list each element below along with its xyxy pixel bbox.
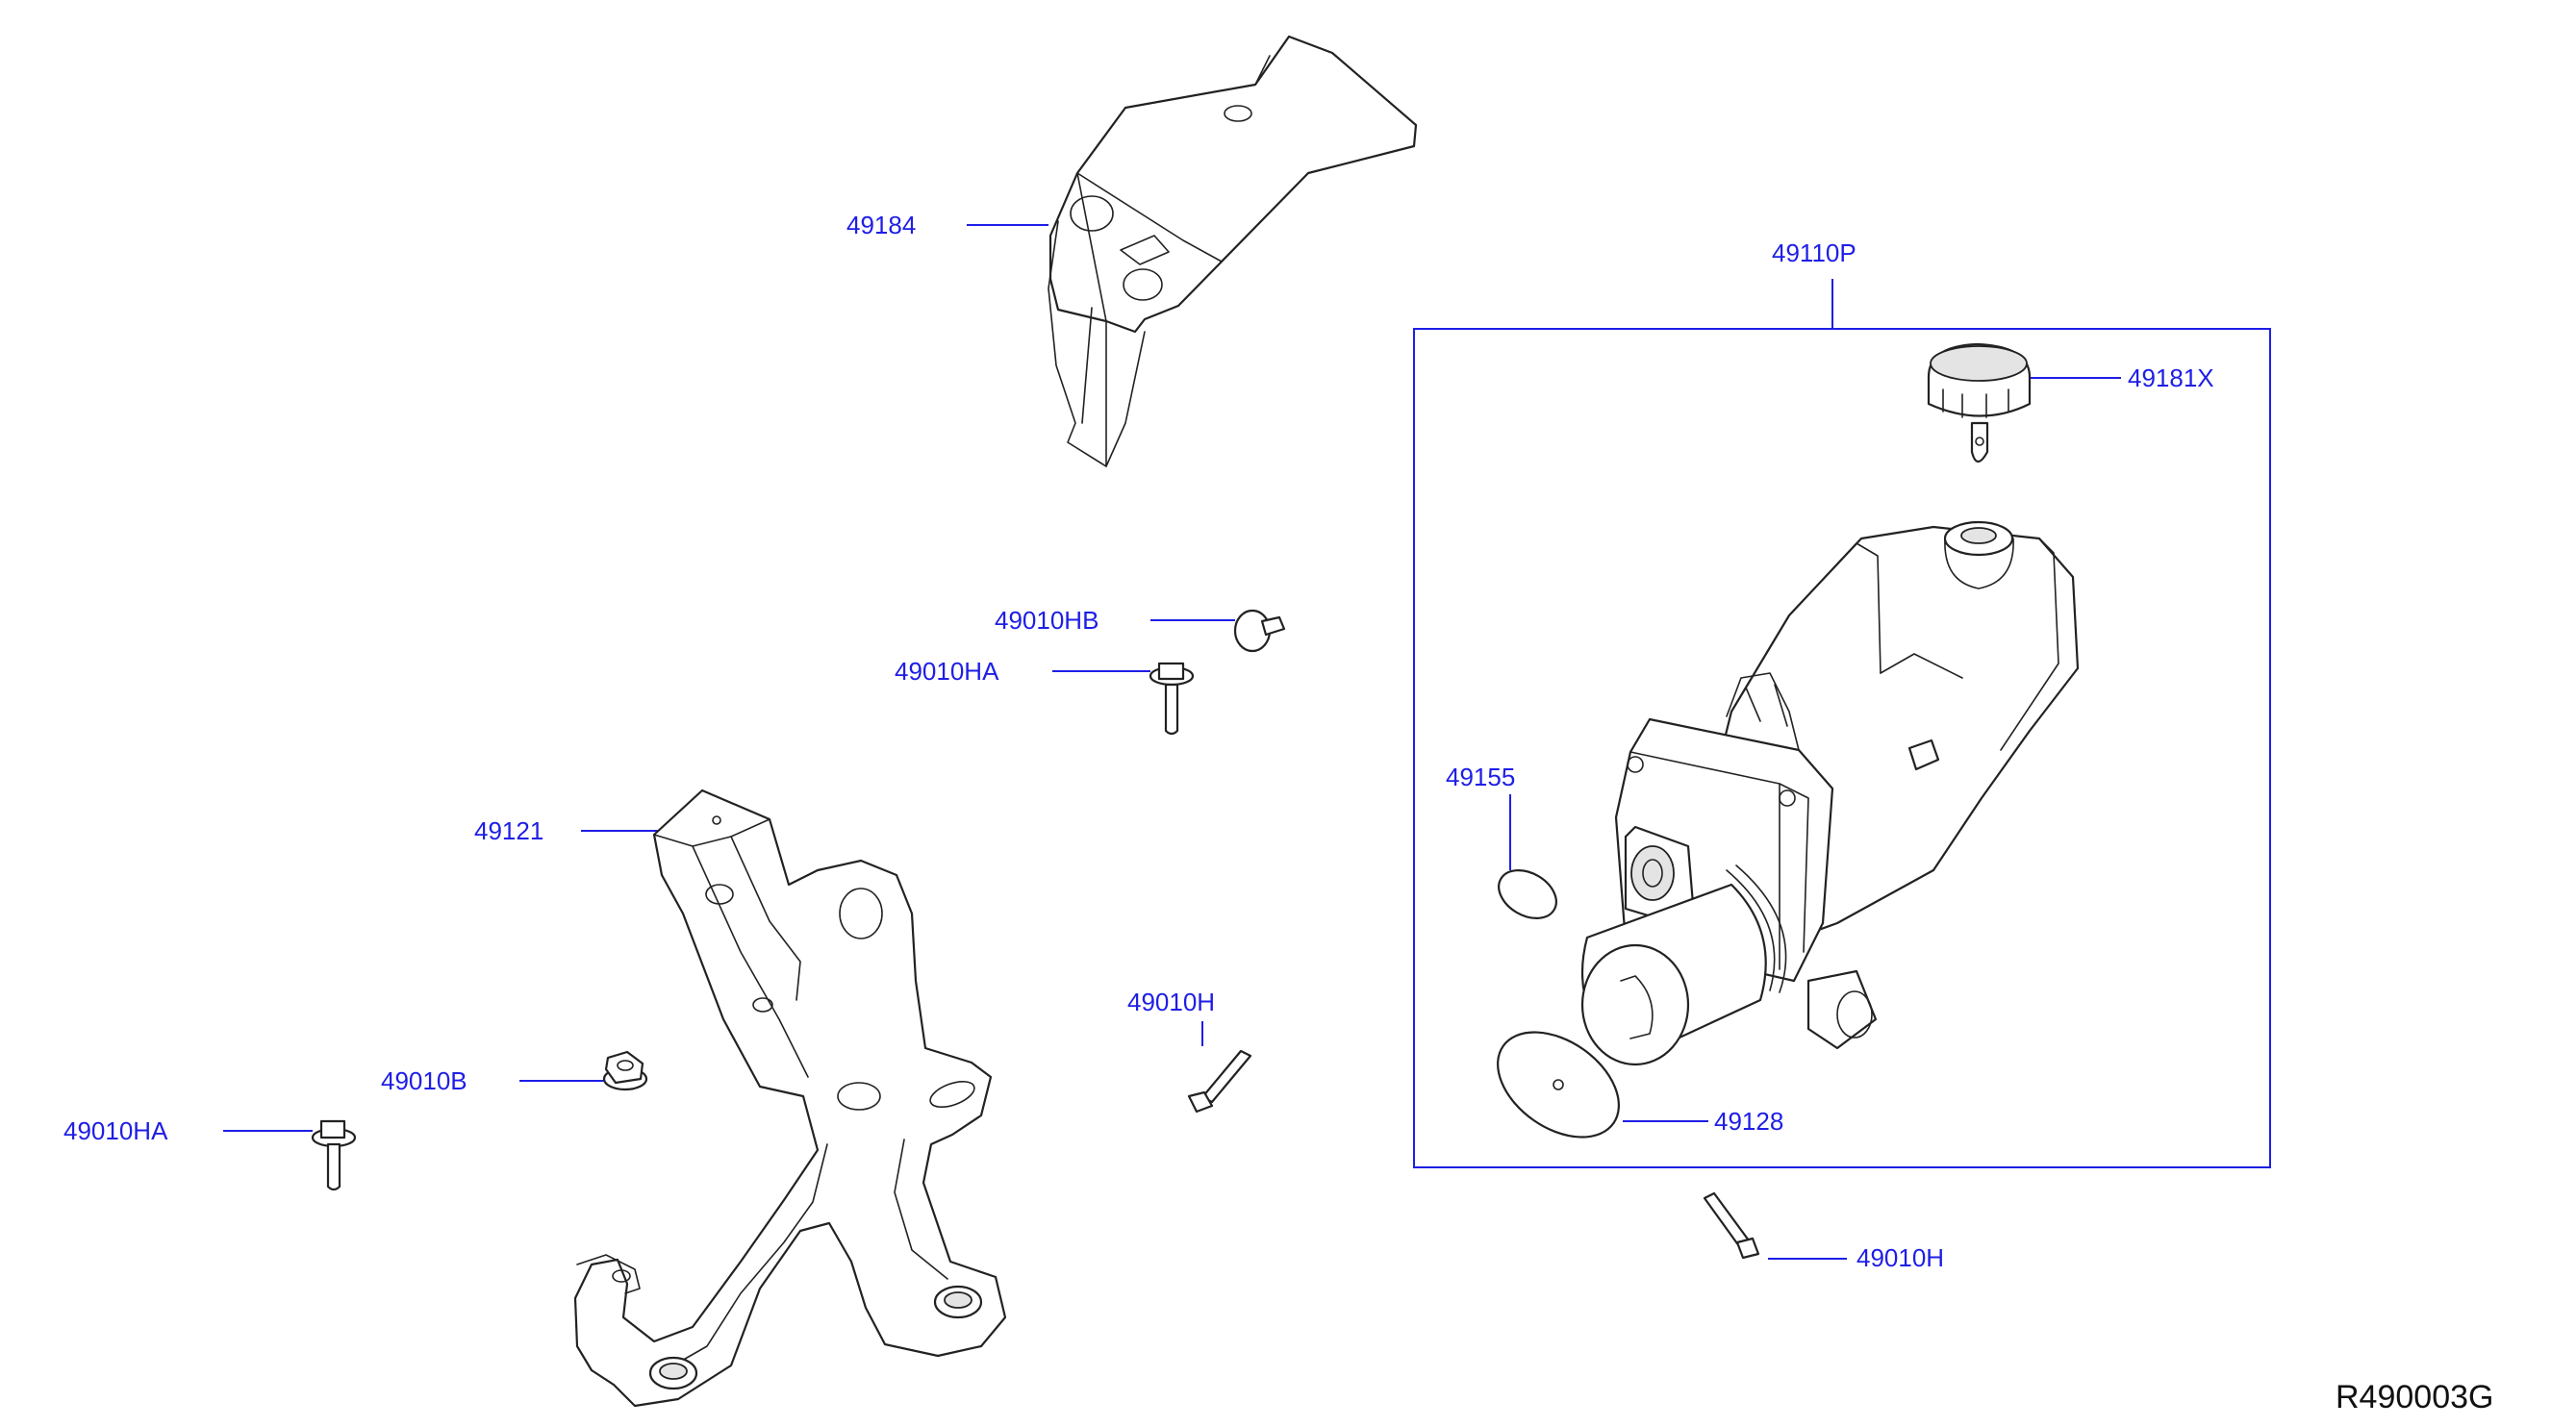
label-49128[interactable]: 49128 — [1714, 1107, 1784, 1136]
bolt-49010ha-left-part[interactable] — [311, 1119, 357, 1191]
label-49184[interactable]: 49184 — [846, 211, 917, 239]
bolt-49010h-mid-part[interactable] — [1187, 1049, 1252, 1114]
label-49010b[interactable]: 49010B — [381, 1066, 467, 1095]
pump-body-part[interactable] — [1580, 520, 2080, 1066]
label-49010ha-left[interactable]: 49010HA — [63, 1116, 168, 1145]
reservoir-cap-part[interactable] — [1927, 342, 2032, 463]
label-49010hb[interactable]: 49010HB — [995, 606, 1099, 635]
leader-lines — [223, 224, 2271, 1260]
diagram-reference-code: R490003G — [2336, 1379, 2494, 1415]
bolt-49010ha-upper-part[interactable] — [1149, 662, 1195, 736]
label-49010ha-upper[interactable]: 49010HA — [895, 657, 999, 686]
label-49110p[interactable]: 49110P — [1772, 238, 1856, 267]
label-49181x[interactable]: 49181X — [2128, 363, 2214, 392]
bolt-49010hb-part[interactable] — [1233, 609, 1286, 653]
label-49010h-lower[interactable]: 49010H — [1856, 1243, 1945, 1272]
pump-assembly-frame — [1413, 328, 2271, 1168]
shield-part[interactable] — [1048, 35, 1418, 467]
bracket-49121-part[interactable] — [573, 789, 1007, 1408]
label-49121[interactable]: 49121 — [474, 816, 544, 845]
nut-49010b-part[interactable] — [602, 1050, 648, 1091]
label-49010h-mid[interactable]: 49010H — [1127, 988, 1216, 1016]
washer-49155-part[interactable] — [1490, 861, 1564, 928]
label-49155[interactable]: 49155 — [1446, 763, 1516, 791]
bolt-49010h-lower-part[interactable] — [1703, 1191, 1760, 1260]
washer-49128-part[interactable] — [1478, 1011, 1638, 1159]
